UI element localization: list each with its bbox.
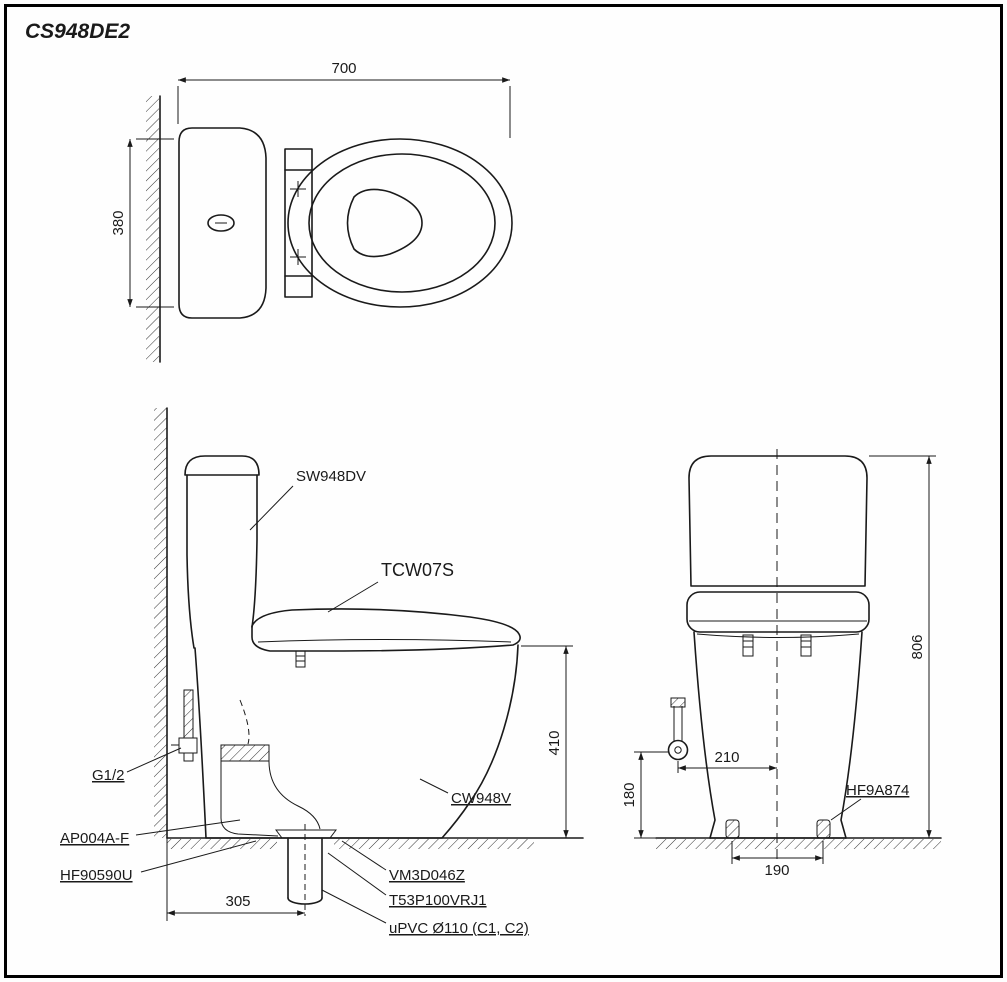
tank-front-outline [688,455,868,587]
right-fitting [800,634,812,657]
dim-210: 210 [677,749,777,773]
leader-line [341,840,387,871]
side-labels: SW948DV TCW07S CW948V G1/2 AP004A-F HF90… [60,468,529,937]
lid-outline [287,138,513,308]
bolt-cap-right [816,819,831,839]
bowl-right-outline [840,631,863,839]
tank-back [186,474,195,649]
front-view: 806 210 180 190 HF9A874 [621,449,942,879]
label-stop-valve: AP004A-F [60,830,129,847]
seat-lower-edge [696,633,860,638]
flush-button [207,214,235,232]
label-water-supply: G1/2 [92,767,125,784]
tank-front [251,474,258,628]
dim-806-value: 806 [909,634,926,659]
outlet-flange [275,829,337,839]
leader-line [419,778,449,794]
leader-line [327,852,387,896]
leader-line [321,889,387,924]
supply-pipe-thread [670,697,686,708]
leader-line [327,581,379,613]
label-tank: SW948DV [296,468,366,485]
wall-hatching [146,96,159,362]
label-bowl: CW948V [451,790,511,807]
dim-410-value: 410 [546,730,563,755]
dim-210-value: 210 [714,749,739,766]
dim-305-value: 305 [225,893,250,910]
stop-valve-front [667,739,689,761]
dim-180-value: 180 [621,782,638,807]
dim-180: 180 [621,751,669,839]
seat-front-outline [686,591,870,633]
leader-line [830,798,862,821]
side-view: SW948DV TCW07S CW948V G1/2 AP004A-F HF90… [60,407,584,937]
drawing-title: CS948DE2 [25,20,130,43]
label-seal-gasket: HF90590U [60,867,133,884]
label-drain-pipe: uPVC Ø110 (C1, C2) [389,920,529,937]
leader-line [135,819,241,836]
trap-left-wall [220,761,279,837]
supply-pipe-thread [183,689,194,739]
toilet-side [184,455,521,839]
seat-seam [257,639,512,643]
dim-190: 190 [731,841,824,879]
label-bolt-cap: HF9A874 [846,782,909,799]
stop-valve-body [178,737,198,754]
dim-806: 806 [869,455,936,838]
label-connector: T53P100VRJ1 [389,892,487,909]
stop-valve-center [674,746,682,754]
hinge-plate-top [284,148,313,171]
tank-lid [184,455,260,476]
valve-outlet [183,752,194,762]
bowl-water-area [346,188,423,258]
leader-line [140,840,257,873]
bowl-left-outline [693,631,716,839]
floor-hatching [656,839,941,849]
inlet-fitting [220,744,270,762]
bolt-cap-left [725,819,740,839]
floor-hatching-right [334,839,534,849]
top-view: 700 380 [110,60,513,363]
front-labels: HF9A874 [830,782,909,821]
toilet-plan [178,127,513,319]
washlet-seat-side [251,608,521,652]
dim-700-value: 700 [331,60,356,77]
toilet-front [686,455,870,839]
trap-right-wall [268,760,321,830]
seat-rim [308,153,496,293]
dim-305: 305 [167,893,305,916]
dim-190-value: 190 [764,862,789,879]
label-flange: VM3D046Z [389,867,465,884]
supply-front [667,697,689,761]
wall-hatching [154,408,167,838]
spray-nozzle [295,650,306,668]
leader-line [249,485,294,531]
supply-side [171,689,198,762]
dim-380-value: 380 [110,210,127,235]
trap-and-drain [220,699,337,916]
label-washlet-seat: TCW07S [381,560,454,580]
bowl-side-outline [194,644,519,839]
hinge-plate-bottom [284,275,313,298]
dim-700: 700 [177,60,511,138]
left-fitting [742,634,754,657]
dim-380: 380 [110,138,174,308]
floor-hatching-left [167,839,277,849]
hidden-inlet-line [239,699,250,745]
dim-410: 410 [521,645,573,838]
page-border [4,4,1003,978]
leader-line [126,747,182,773]
tank-plan-outline [178,127,267,319]
